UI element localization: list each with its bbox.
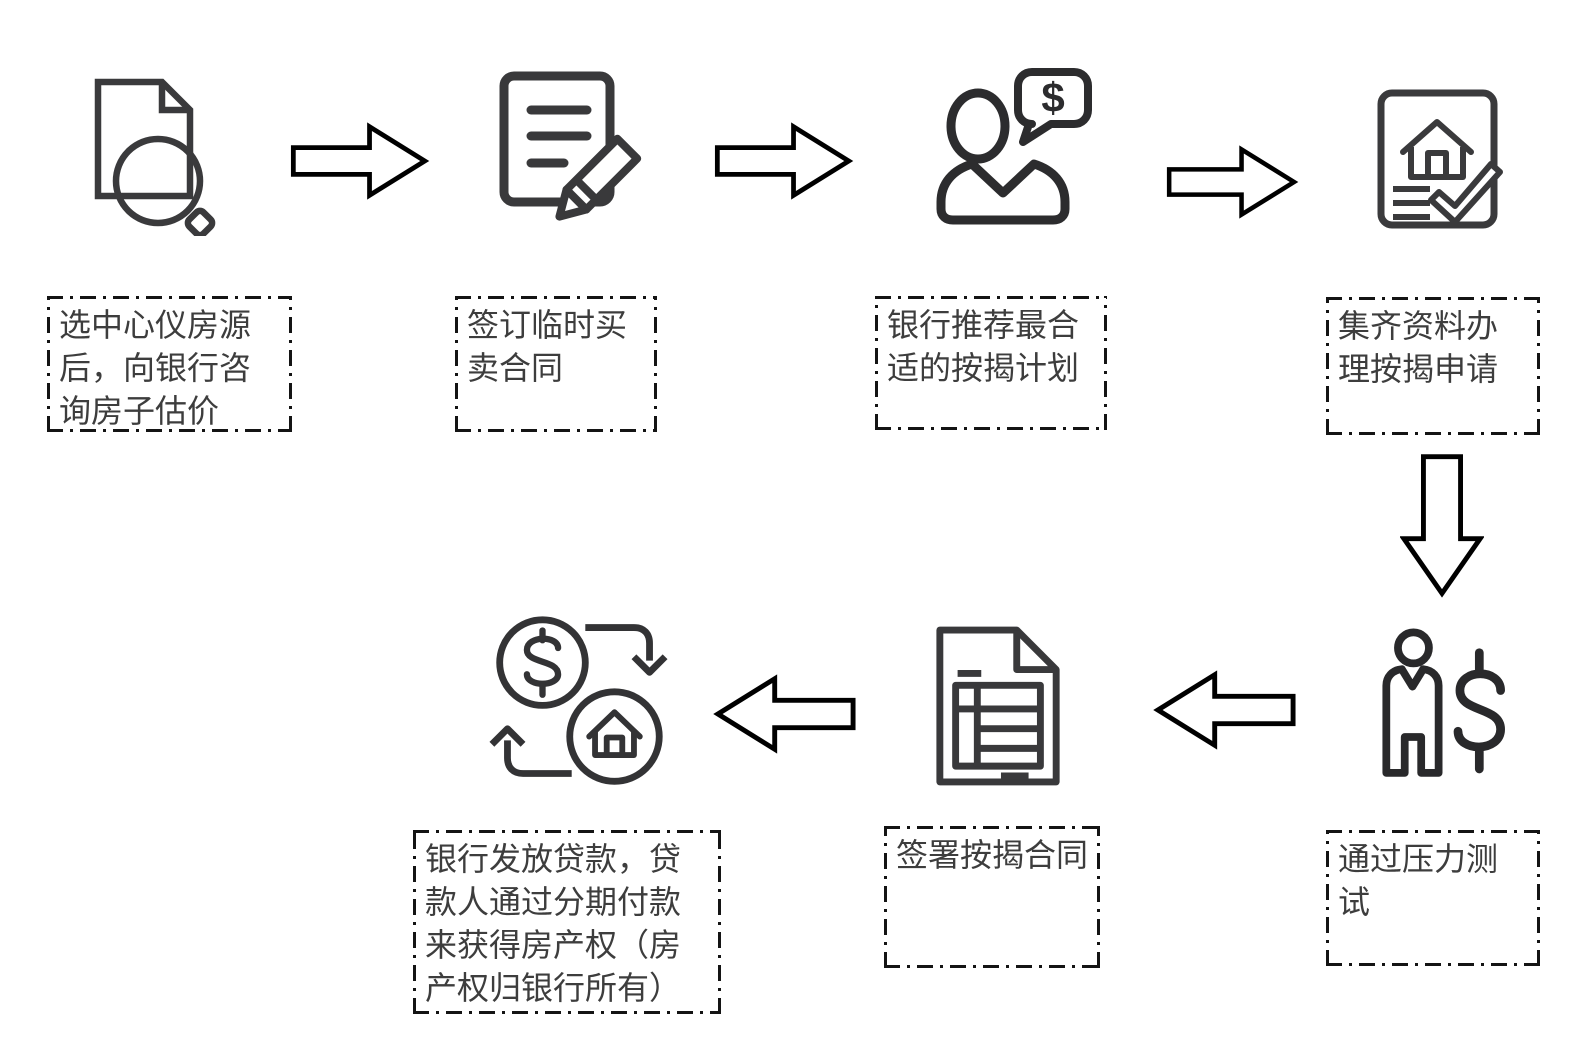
form-document-icon xyxy=(936,626,1060,786)
step-label-7: 银行发放贷款，贷款人通过分期付款来获得房产权（房产权归银行所有） xyxy=(413,830,721,1014)
arrow-left-icon xyxy=(1153,670,1296,750)
arrow-right-icon xyxy=(290,122,430,200)
step-label-2: 签订临时买卖合同 xyxy=(455,296,657,432)
house-checklist-icon xyxy=(1377,89,1503,229)
arrow-down-icon xyxy=(1400,454,1484,598)
arrow-right-icon xyxy=(1166,145,1299,219)
step-label-3: 银行推荐最合适的按揭计划 xyxy=(875,296,1107,430)
document-search-icon xyxy=(94,78,216,236)
contract-pencil-icon xyxy=(499,71,642,221)
arrow-left-icon xyxy=(713,674,856,754)
person-dollar-icon xyxy=(1382,628,1505,777)
step-label-6: 签署按揭合同 xyxy=(884,826,1100,968)
arrow-right-icon xyxy=(714,122,854,200)
step-label-4: 集齐资料办理按揭申请 xyxy=(1326,297,1540,435)
step-label-1: 选中心仪房源后，向银行咨询房子估价 xyxy=(47,296,292,432)
step-label-5: 通过压力测试 xyxy=(1326,830,1540,966)
money-house-exchange-icon xyxy=(489,616,668,785)
banker-dollar-chat-icon: $ xyxy=(936,68,1092,225)
svg-text:$: $ xyxy=(1041,74,1064,121)
